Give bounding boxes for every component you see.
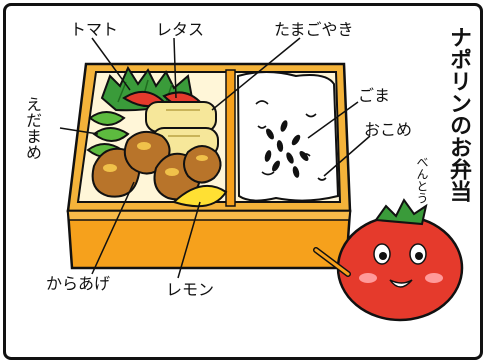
sesame-seeds [264, 120, 309, 178]
tomato-mascot [313, 198, 464, 322]
page-title: ナポリンのお弁当 [446, 26, 471, 202]
comic-panel: トマト レタス たまごやき えだまめ ごま おこめ からあげ レモン ナポリンの… [3, 3, 483, 360]
title-ruby: べんとう [415, 156, 429, 204]
label-tomato: トマト [70, 20, 119, 39]
karaage [91, 130, 222, 201]
leader-lines [59, 37, 371, 279]
karaage-highlights [103, 142, 208, 176]
label-rice: おこめ [364, 120, 413, 139]
label-karaage: からあげ [46, 274, 111, 293]
label-lemon: レモン [166, 280, 215, 299]
lemon [172, 184, 228, 208]
divider-bar [225, 69, 236, 207]
label-edamame: えだまめ [23, 96, 42, 160]
label-sesame: ごま [358, 86, 391, 105]
tamagoyaki-swirl [166, 109, 200, 137]
label-tamagoyaki: たまごやき [274, 20, 354, 39]
rice [236, 71, 340, 202]
bento-box-front-edge [67, 210, 351, 221]
label-lettuce: レタス [156, 20, 205, 39]
bento-illustration [59, 37, 464, 322]
